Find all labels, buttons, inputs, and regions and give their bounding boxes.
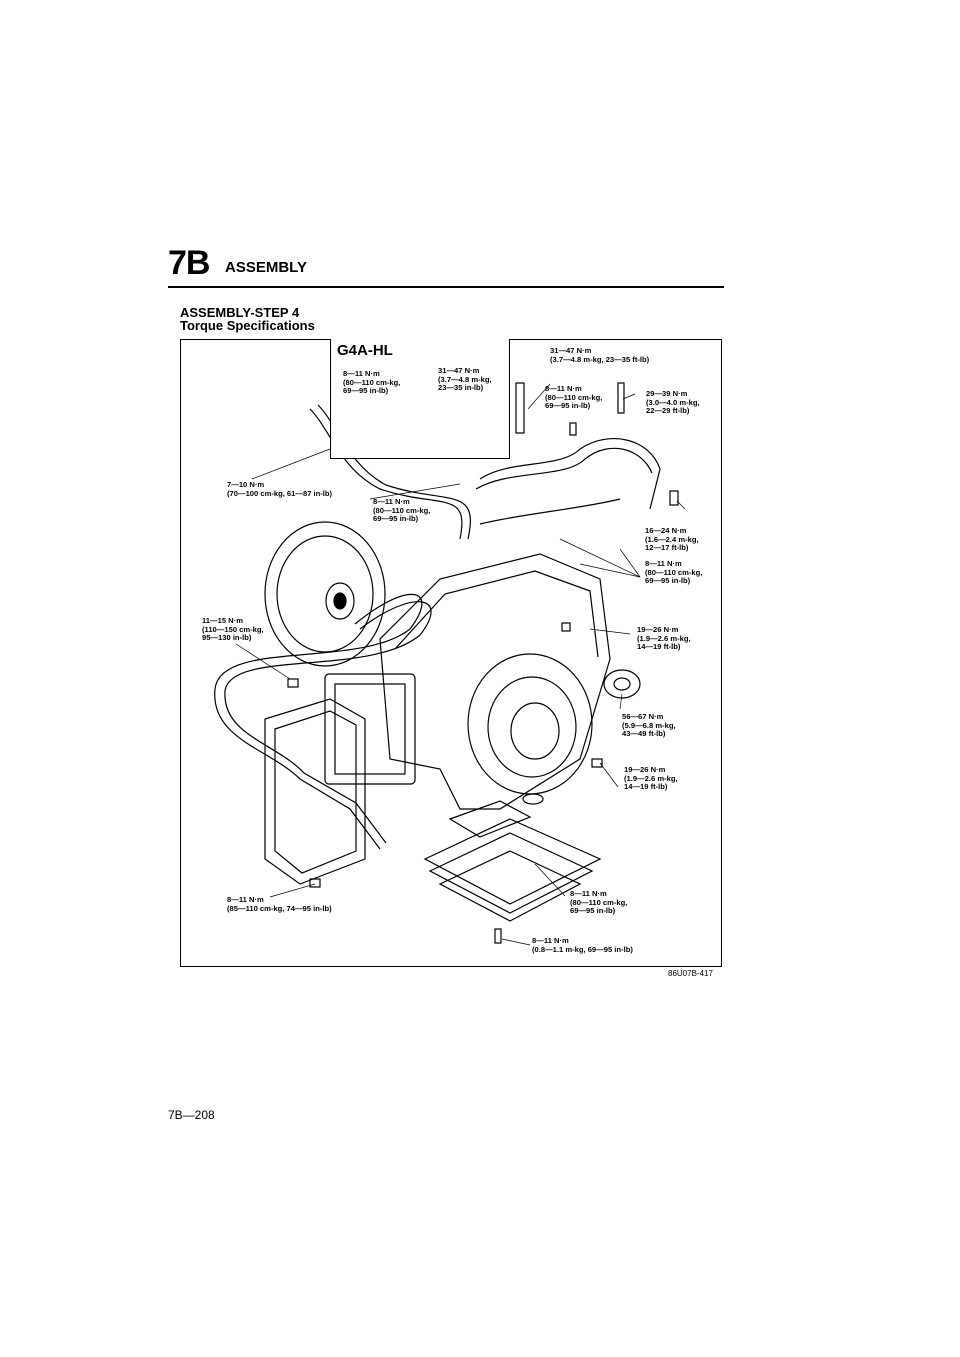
header-rule	[168, 286, 724, 288]
model-label: G4A-HL	[337, 342, 393, 359]
step-title: ASSEMBLY-STEP 4	[180, 305, 300, 320]
torque-callout: 8—11 N·m (0.8—1.1 m-kg, 69—95 in-lb)	[532, 936, 633, 954]
torque-callout: 19—26 N·m (1.9—2.6 m-kg, 14—19 ft-lb)	[637, 625, 691, 652]
torque-callout: 8—11 N·m (80—110 cm-kg, 69—95 in-lb)	[373, 497, 431, 524]
torque-callout: 11—15 N·m (110—150 cm-kg, 95—130 in-lb)	[202, 616, 264, 643]
torque-callout: 31—47 N·m (3.7—4.8 m-kg, 23—35 in-lb)	[438, 366, 492, 393]
torque-callout: 19—26 N·m (1.9—2.6 m-kg, 14—19 ft-lb)	[624, 765, 678, 792]
bolt-pan	[494, 928, 502, 944]
control-valve-body	[324, 673, 416, 785]
figure-code: 86U07B-417	[668, 969, 713, 978]
torque-callout: 56—67 N·m (5.9—6.8 m-kg, 43—49 ft-lb)	[622, 712, 676, 739]
oil-pan	[423, 818, 602, 905]
torque-callout: 8—11 N·m (80—110 cm-kg, 69—95 in-lb)	[343, 369, 401, 396]
step-subtitle: Torque Specifications	[180, 318, 315, 333]
section-title: ASSEMBLY	[225, 259, 307, 276]
torque-callout: 31—47 N·m (3.7—4.8 m-kg, 23—35 ft-lb)	[550, 346, 650, 364]
torque-callout: 8—11 N·m (80—110 cm-kg, 69—95 in-lb)	[570, 889, 628, 916]
page-number: 7B—208	[168, 1108, 215, 1122]
torque-callout: 8—11 N·m (80—110 cm-kg, 69—95 in-lb)	[545, 384, 603, 411]
oil-pipe-right	[479, 438, 661, 510]
differential-housing	[467, 653, 593, 795]
speedometer-gear	[603, 669, 641, 699]
side-cover	[264, 698, 366, 885]
oil-strainer	[448, 800, 532, 838]
torque-callout: 8—11 N·m (85—110 cm-kg, 74—95 in-lb)	[227, 895, 332, 913]
cooler-pipe-upper	[309, 408, 463, 540]
section-number: 7B	[168, 244, 210, 282]
cooler-pipe-left	[214, 593, 423, 850]
bolt-a	[515, 382, 525, 434]
torque-converter	[264, 521, 386, 667]
transaxle-case	[379, 553, 611, 810]
torque-callout: 8—11 N·m (80—110 cm-kg, 69—95 in-lb)	[645, 559, 703, 586]
torque-callout: 7—10 N·m (70—100 cm-kg, 61—87 in-lb)	[227, 480, 333, 498]
torque-callout: 16—24 N·m (1.6—2.4 m-kg, 12—17 ft-lb)	[645, 526, 699, 553]
model-inset	[330, 339, 510, 459]
torque-callout: 29—39 N·m (3.0—4.0 m-kg, 22—29 ft-lb)	[646, 389, 700, 416]
